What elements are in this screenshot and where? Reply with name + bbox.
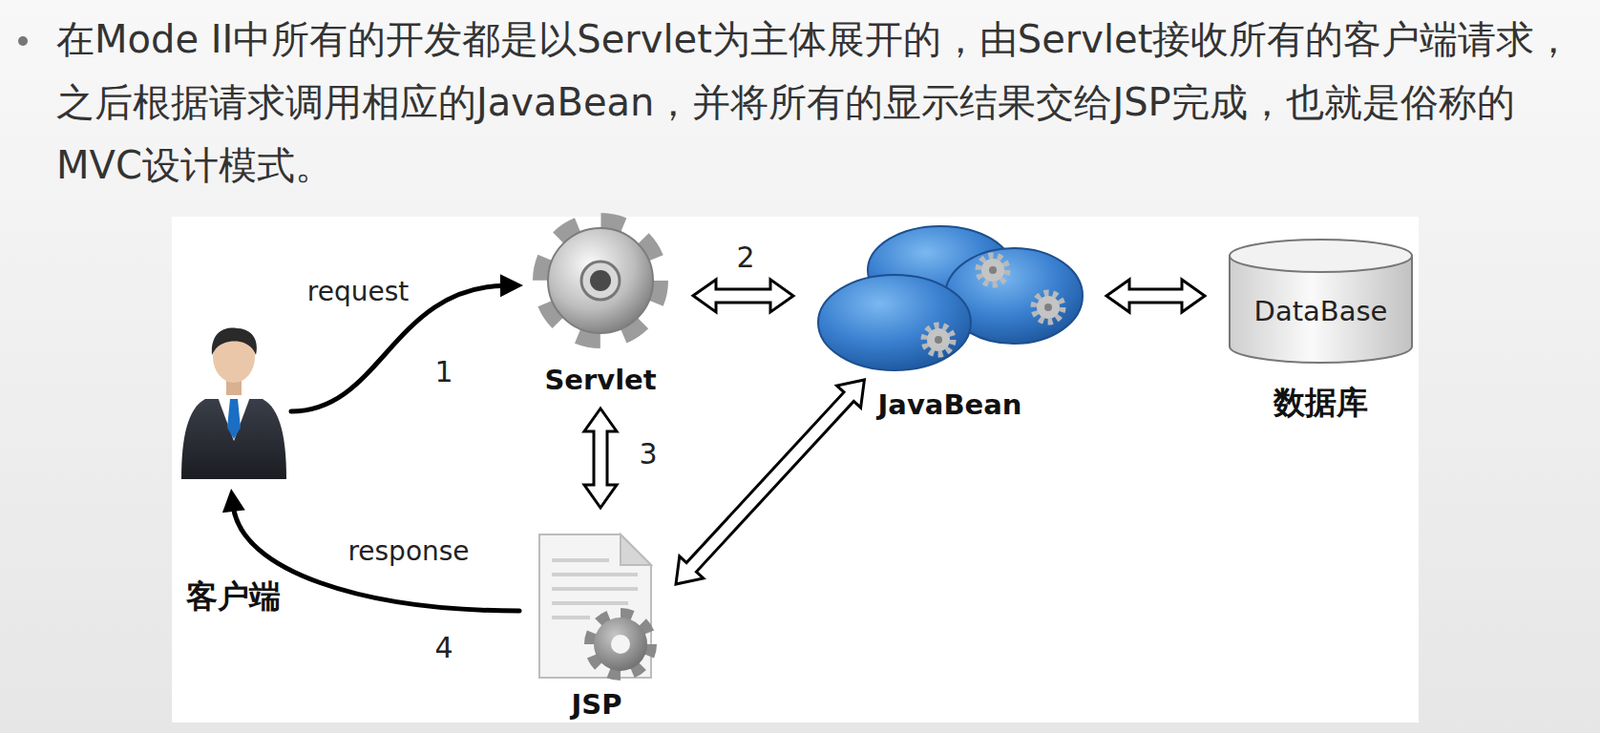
paper xyxy=(539,534,652,678)
double-arrow xyxy=(584,408,617,508)
arrow-head xyxy=(222,488,246,513)
bullet-dot xyxy=(18,36,28,46)
text-line xyxy=(551,558,610,563)
edge-label-wrap: response xyxy=(343,535,473,569)
gear-body xyxy=(981,258,1005,282)
small-gear xyxy=(924,325,953,355)
text-line xyxy=(551,615,590,620)
edge-label: response xyxy=(343,535,473,568)
double-arrow-outline xyxy=(1106,279,1205,313)
edge-label-wrap: request xyxy=(303,275,413,309)
node-label: Servlet xyxy=(544,362,656,398)
node-label: 客户端 xyxy=(186,577,281,616)
database-cylinder xyxy=(1229,239,1412,363)
node-inner-label: DataBase xyxy=(1254,294,1389,329)
flow-arrow xyxy=(291,273,524,412)
callout-wrap: 4 xyxy=(434,631,453,665)
cylinder-top xyxy=(1229,239,1412,273)
gear-hole xyxy=(589,270,611,292)
double-arrow xyxy=(693,279,794,313)
small-gear xyxy=(978,255,1008,285)
node-label: JavaBean xyxy=(878,387,1023,422)
gear-body xyxy=(1036,295,1060,319)
gear-body xyxy=(547,228,653,334)
callout-number: 3 xyxy=(638,437,657,471)
servlet-gear xyxy=(541,221,660,340)
gear-hole xyxy=(934,336,943,344)
double-arrow xyxy=(675,379,864,585)
double-arrow-outline xyxy=(675,379,864,585)
bullet-text: 在Mode II中所有的开发都是以Servlet为主体展开的，由Servlet接… xyxy=(56,7,1575,197)
gear-teeth xyxy=(1033,293,1063,322)
gear-hole xyxy=(989,266,997,274)
database-node: DataBase数据库 xyxy=(1227,239,1414,363)
small-gear xyxy=(1033,293,1063,322)
node-label: JSP xyxy=(571,687,623,722)
double-arrow-outline xyxy=(693,279,794,313)
paper-fold xyxy=(620,534,652,566)
gear-body xyxy=(926,328,950,352)
hair xyxy=(211,328,257,356)
client-node: 客户端 xyxy=(175,326,292,480)
javabean-node: JavaBean xyxy=(816,226,1084,373)
blob xyxy=(818,274,971,371)
arrow-head xyxy=(500,273,524,297)
callout-number: 1 xyxy=(434,355,453,389)
callout-wrap: 1 xyxy=(434,356,453,389)
jsp-document xyxy=(539,534,652,678)
double-arrow xyxy=(1106,279,1205,313)
text-line xyxy=(551,587,638,591)
jsp-node: JSP xyxy=(525,530,669,684)
callout-wrap: 3 xyxy=(638,438,657,471)
shirt xyxy=(217,397,251,442)
callout-number: 2 xyxy=(736,240,755,274)
gear-ring xyxy=(581,261,620,300)
node-label: 数据库 xyxy=(1273,383,1369,422)
gear-teeth xyxy=(978,255,1008,285)
text-line xyxy=(551,601,629,606)
edge-label: request xyxy=(303,275,413,308)
double-arrow-outline xyxy=(584,408,617,508)
callout-wrap: 2 xyxy=(736,241,755,274)
gear-hole xyxy=(610,634,631,654)
gear-hole xyxy=(1044,303,1053,312)
gear-teeth xyxy=(924,325,953,355)
servlet-node: Servlet xyxy=(530,211,671,350)
gear-body xyxy=(593,617,648,672)
client-figure xyxy=(181,328,287,480)
suit xyxy=(181,399,287,480)
tie xyxy=(227,399,241,440)
javabean-blobs xyxy=(818,226,1083,371)
text-line xyxy=(551,572,638,577)
gear-teeth xyxy=(589,613,652,675)
callout-number: 4 xyxy=(434,631,453,665)
gear-teeth xyxy=(541,221,660,340)
